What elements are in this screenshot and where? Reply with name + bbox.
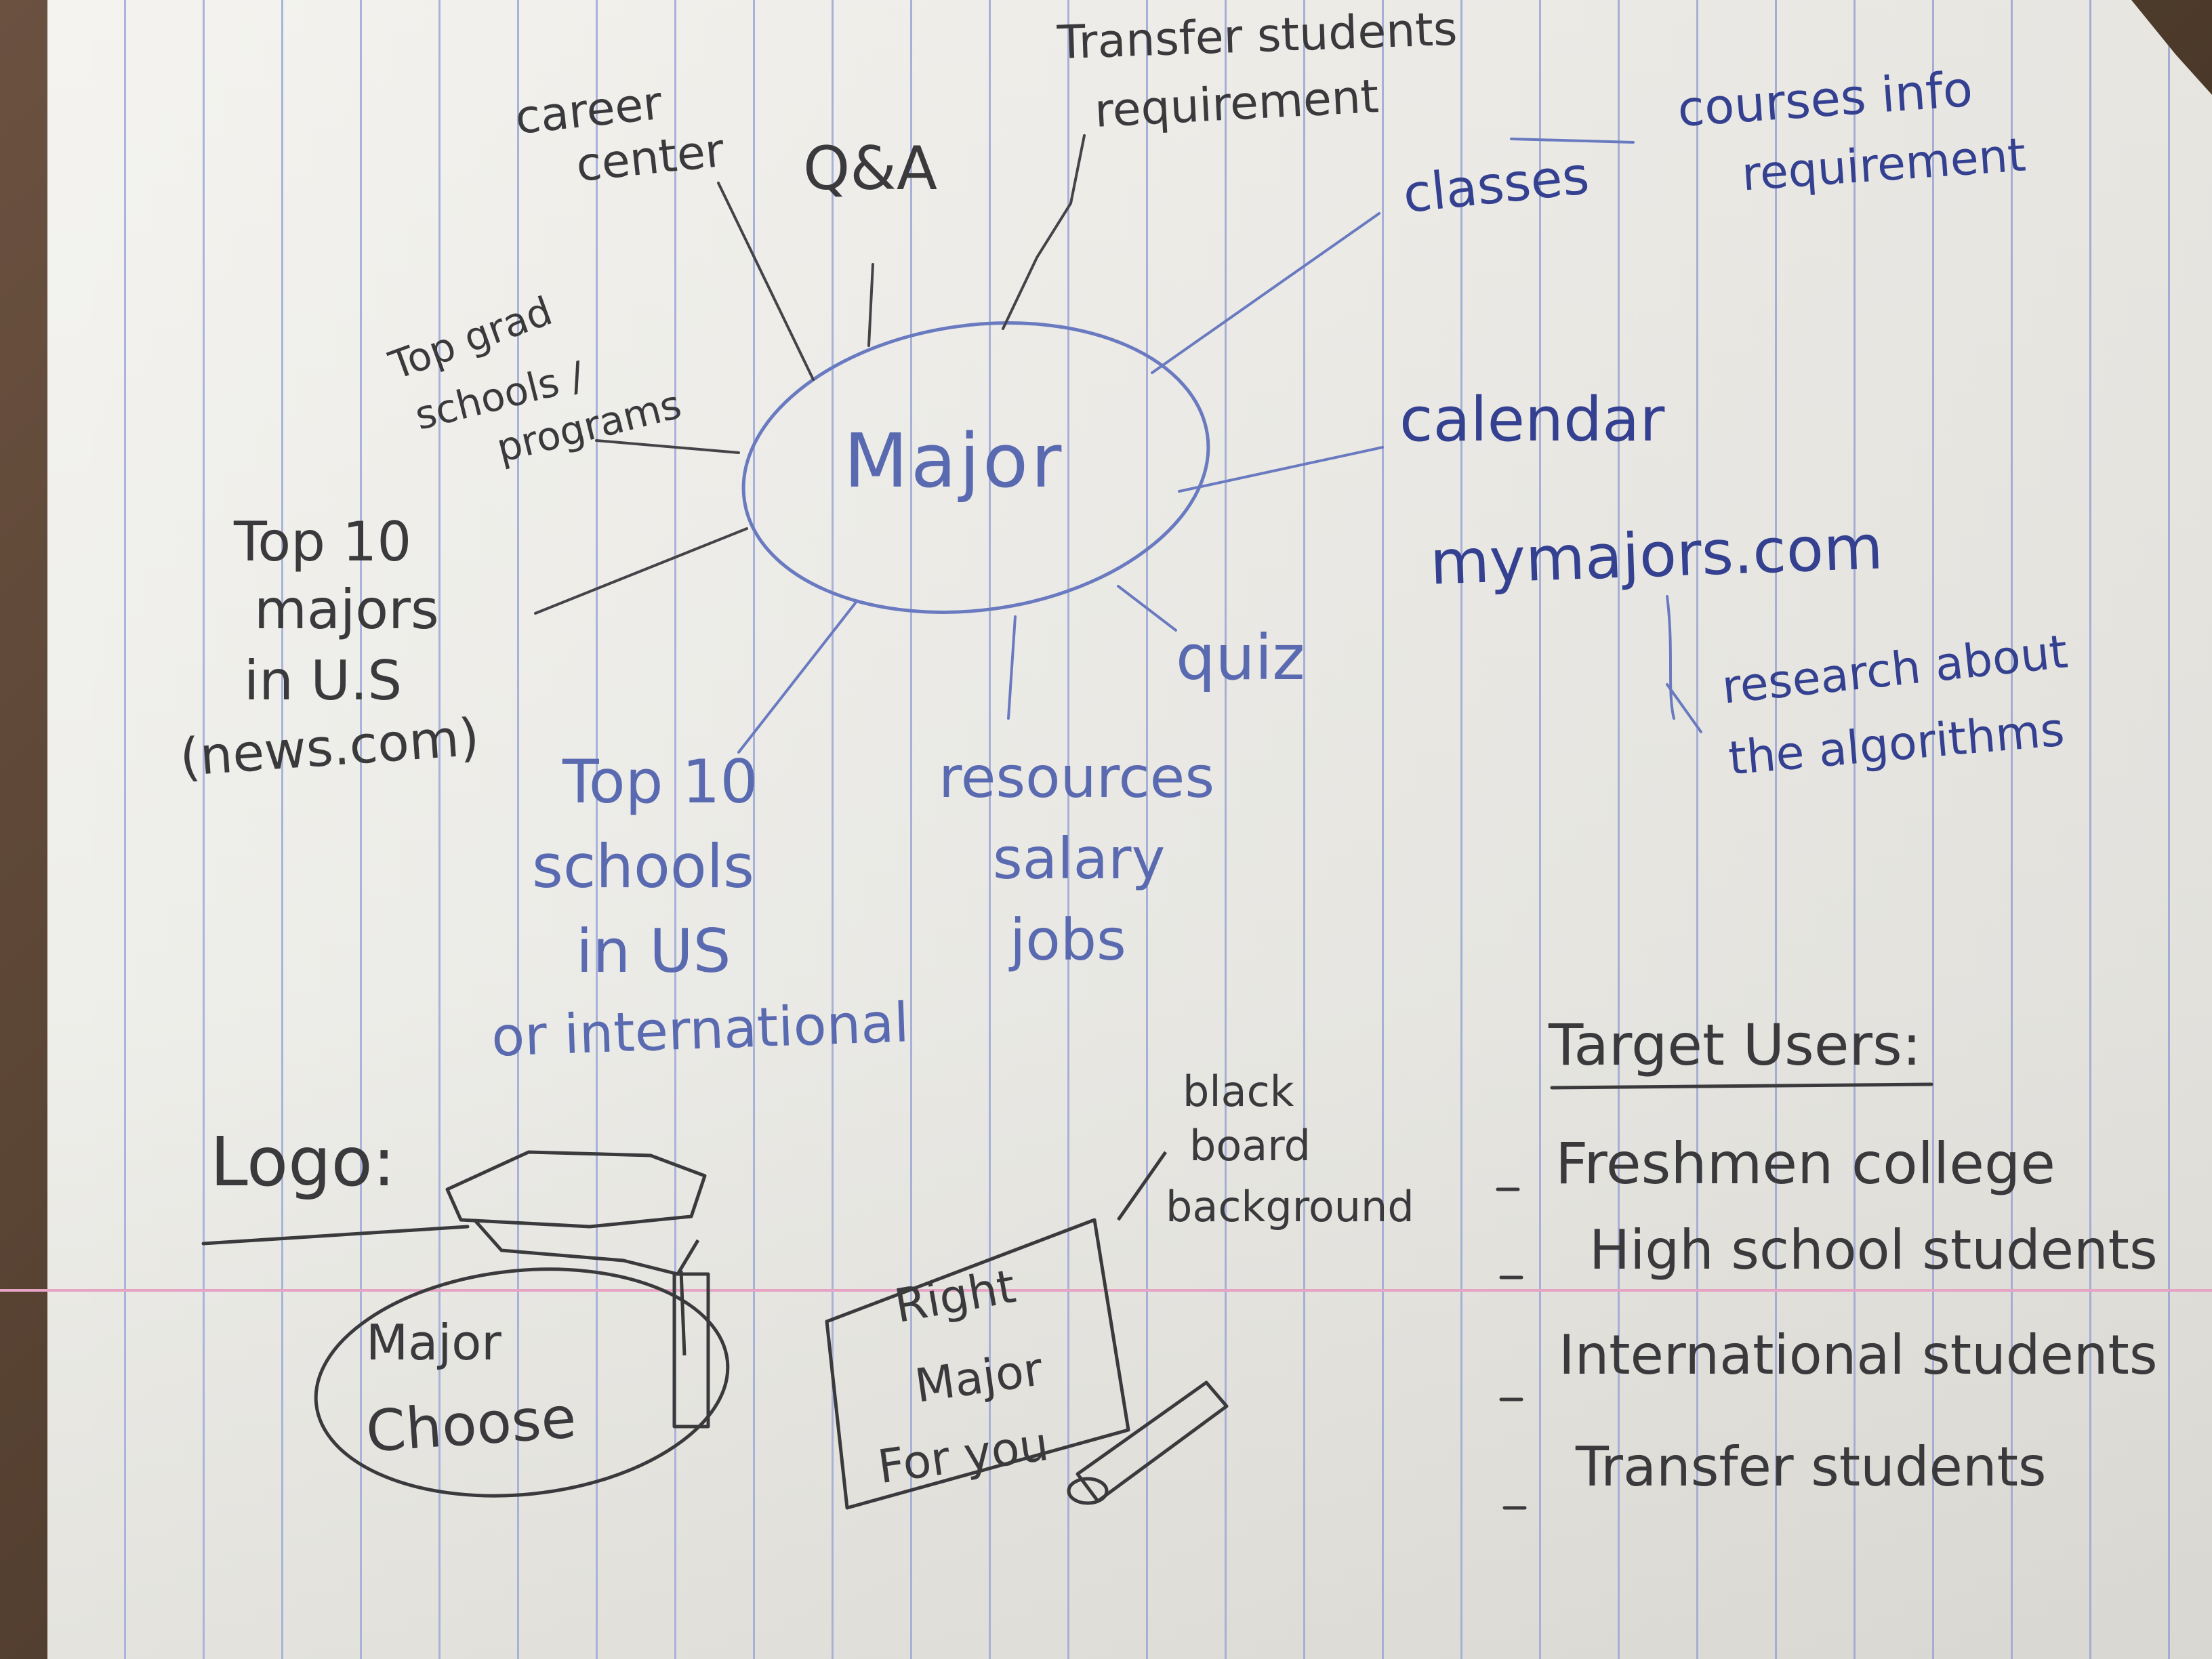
- board-note-line2: board: [1189, 1121, 1311, 1170]
- board-note-line1: black: [1183, 1067, 1294, 1116]
- ink-spokes: [737, 138, 1702, 754]
- topic-qa: Q&A: [803, 134, 938, 203]
- topic-transfer-req-line1: Transfer students: [1056, 2, 1458, 70]
- logo-badge-circle: [314, 1267, 730, 1498]
- target-user-item-1: Freshmen college: [1555, 1130, 2055, 1197]
- logo-badge-line1: Major: [366, 1314, 501, 1371]
- topic-top10-schools-line3: in US: [576, 916, 731, 986]
- center-ellipse: [741, 321, 1210, 614]
- topic-resources-line2: salary: [993, 825, 1166, 892]
- pencil-spokes: [534, 134, 1086, 615]
- topic-top10-schools-line4: or international: [490, 991, 910, 1069]
- target-user-item-3: International students: [1559, 1324, 2158, 1387]
- topic-mymajors: mymajors.com: [1429, 512, 1885, 599]
- center-label: Major: [844, 417, 1065, 504]
- logo-heading: Logo:: [210, 1122, 396, 1202]
- target-users-heading: Target Users:: [1549, 1012, 1922, 1078]
- topic-resources-line1: resources: [939, 744, 1215, 811]
- blackboard-drawing: [825, 1151, 1229, 1510]
- target-users-dashes: [1496, 1187, 1527, 1510]
- underlines: [201, 1082, 1933, 1246]
- topic-resources-line3: jobs: [1010, 907, 1126, 973]
- target-user-item-4: Transfer students: [1576, 1435, 2047, 1498]
- topic-top10-schools-line2: schools: [532, 832, 754, 901]
- topic-top10-majors-line2: majors: [254, 578, 439, 641]
- topic-top10-schools-line1: Top 10: [562, 747, 758, 817]
- topic-top10-majors-line3: in U.S: [244, 649, 403, 712]
- board-note-line3: background: [1166, 1182, 1414, 1231]
- logo-badge-line2: Choose: [363, 1384, 579, 1465]
- topic-top10-majors-line1: Top 10: [234, 510, 412, 573]
- graduation-cap-drawing: [445, 1150, 710, 1429]
- lined-paper-sheet: [47, 0, 2212, 1659]
- target-user-item-2: High school students: [1589, 1218, 2158, 1282]
- topic-quiz: quiz: [1176, 621, 1305, 694]
- topic-calendar: calendar: [1399, 384, 1665, 455]
